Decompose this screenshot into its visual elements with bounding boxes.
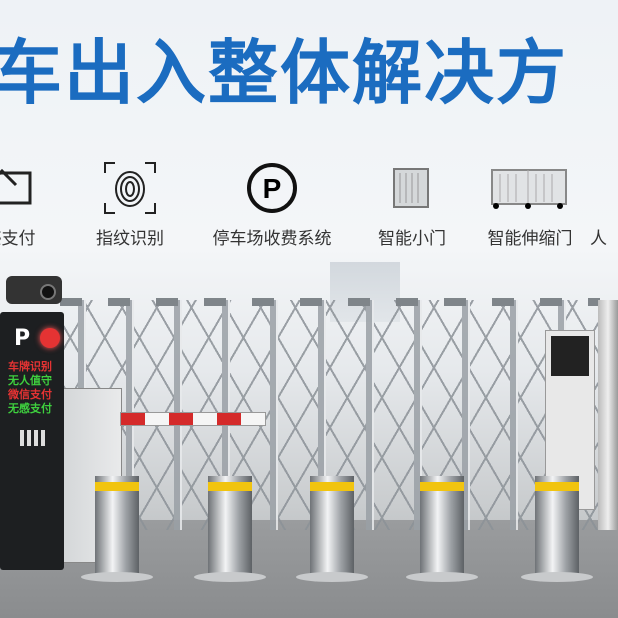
feature-person: 人 xyxy=(590,158,618,249)
person-icon xyxy=(590,158,618,218)
feature-label: 停车场收费系统 xyxy=(212,229,332,249)
feature-fingerprint: 指纹识别 xyxy=(70,158,190,249)
gate-top-rail xyxy=(60,298,600,306)
headline: 车出入整体解决方 xyxy=(0,32,568,114)
parking-kiosk: P 车牌识别 无人值守 微信支付 无感支付 xyxy=(0,312,64,570)
parking-icon: P xyxy=(212,158,332,218)
feature-small-gate: 智能小门 xyxy=(352,158,472,249)
led-line: 无人值守 xyxy=(8,374,52,387)
barrier-arm xyxy=(120,412,266,426)
led-line: 无感支付 xyxy=(8,402,52,415)
fingerprint-icon xyxy=(70,158,190,218)
parking-sign: P xyxy=(14,326,31,351)
bollard xyxy=(521,476,593,582)
controller-screen xyxy=(551,336,589,376)
led-line: 车牌识别 xyxy=(8,360,52,373)
feature-retractable-gate: 智能伸缩门 xyxy=(470,158,590,249)
keypad xyxy=(20,430,46,446)
bollard xyxy=(81,476,153,582)
card-tap-icon xyxy=(0,158,70,218)
retractable-gate-icon xyxy=(470,158,590,218)
bollard xyxy=(406,476,478,582)
feature-card-payment: 感支付 xyxy=(0,158,70,249)
led-display: 车牌识别 无人值守 微信支付 无感支付 xyxy=(8,360,52,416)
small-gate-icon xyxy=(352,158,472,218)
feature-label: 感支付 xyxy=(0,229,36,249)
feature-parking-system: P 停车场收费系统 xyxy=(212,158,332,249)
gate-pillar xyxy=(598,300,618,530)
red-indicator-light xyxy=(40,328,60,348)
svg-text:P: P xyxy=(263,173,282,204)
bollard xyxy=(296,476,368,582)
camera-icon xyxy=(6,276,62,304)
feature-label: 指纹识别 xyxy=(96,229,164,249)
led-line: 微信支付 xyxy=(8,388,52,401)
feature-label: 智能伸缩门 xyxy=(487,229,573,249)
feature-label: 智能小门 xyxy=(378,229,446,249)
bollard xyxy=(194,476,266,582)
feature-label: 人 xyxy=(590,229,607,249)
